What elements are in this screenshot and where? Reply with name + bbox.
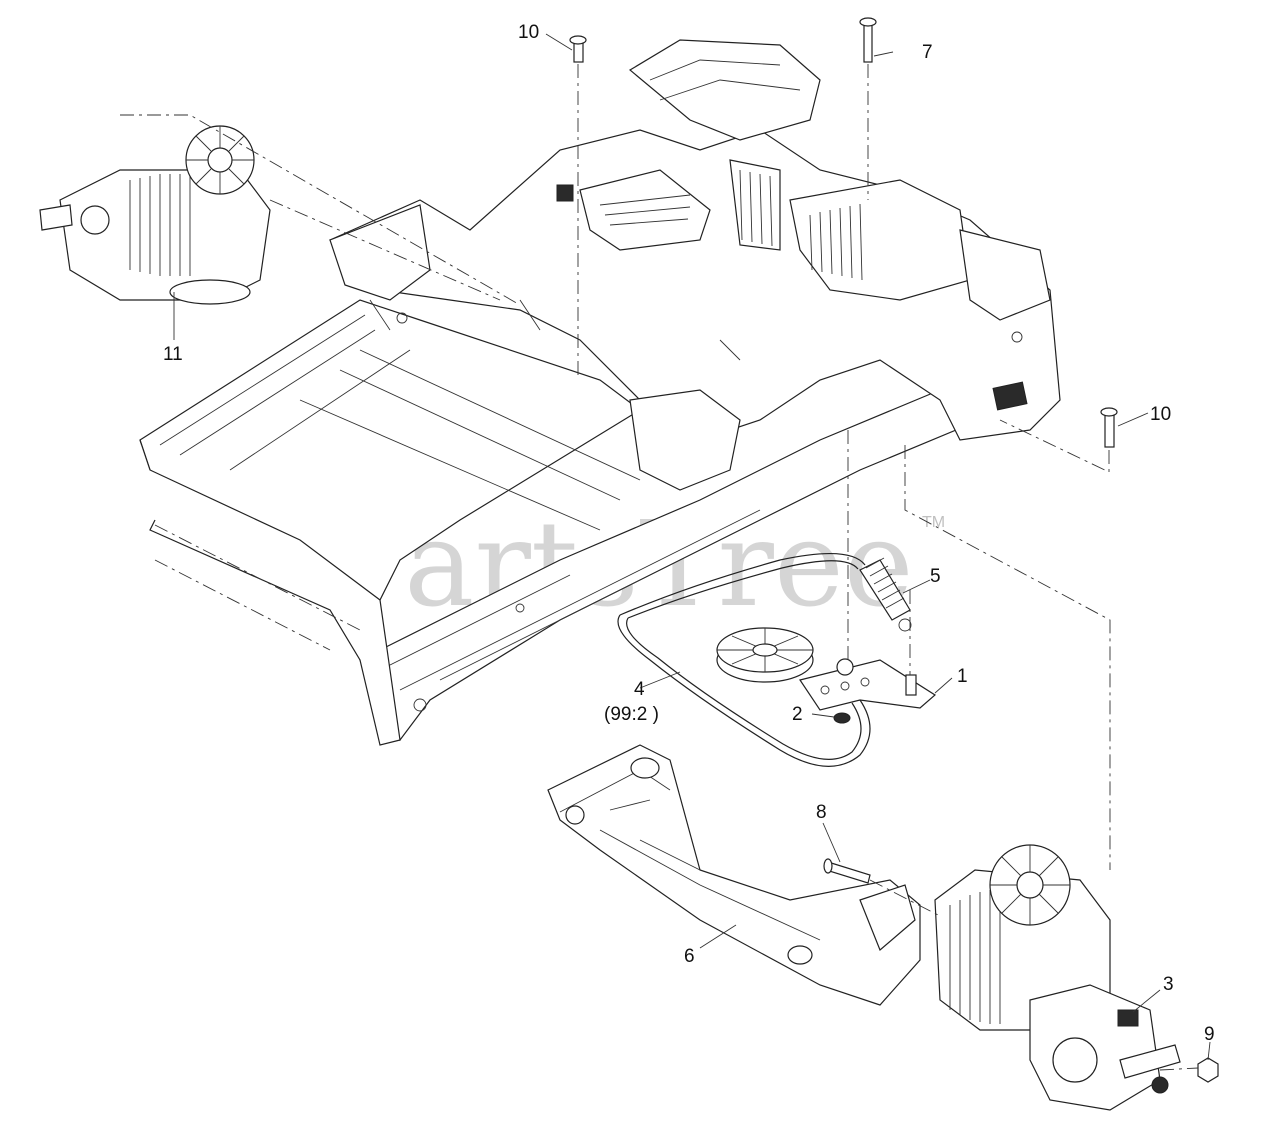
- callout-10-right: 10: [1150, 404, 1171, 425]
- lock-nut-2: [833, 712, 851, 724]
- callout-1: 1: [957, 666, 968, 687]
- watermark-trademark: TM: [922, 514, 945, 531]
- nut-9: [1197, 1057, 1219, 1083]
- callout-4-quantity: (99:2 ): [604, 704, 659, 725]
- bolt-7: [859, 17, 877, 63]
- left-cooling-fan: [185, 125, 255, 195]
- callout-11: 11: [163, 344, 183, 365]
- callout-2: 2: [792, 704, 803, 725]
- bolt-10-right: [1100, 407, 1118, 448]
- leader-lines: [173, 33, 1211, 1061]
- alignment-lines: [120, 64, 1199, 1071]
- bolt-8: [823, 858, 871, 884]
- callout-10-top: 10: [518, 22, 539, 43]
- frame-fins-right: [809, 203, 863, 281]
- callout-8: 8: [816, 802, 827, 823]
- callout-6: 6: [684, 946, 695, 967]
- transaxle-support-bracket: [547, 744, 921, 1006]
- callout-3: 3: [1163, 974, 1174, 995]
- right-transaxle-assembly: [934, 844, 1181, 1111]
- callout-9: 9: [1204, 1024, 1215, 1045]
- left-transaxle-assembly: [39, 125, 271, 305]
- drive-belt: [617, 553, 871, 767]
- bolt-10-top: [569, 35, 587, 63]
- idler-arm-assembly: [716, 627, 937, 711]
- main-frame: [139, 39, 1061, 746]
- right-transaxle-fins: [949, 890, 1001, 1024]
- callout-4: 4: [634, 679, 645, 700]
- callout-7: 7: [922, 42, 933, 63]
- left-transaxle-fins: [129, 174, 191, 276]
- right-cooling-fan: [989, 844, 1071, 926]
- extension-spring: [859, 557, 912, 632]
- callout-5: 5: [930, 566, 941, 587]
